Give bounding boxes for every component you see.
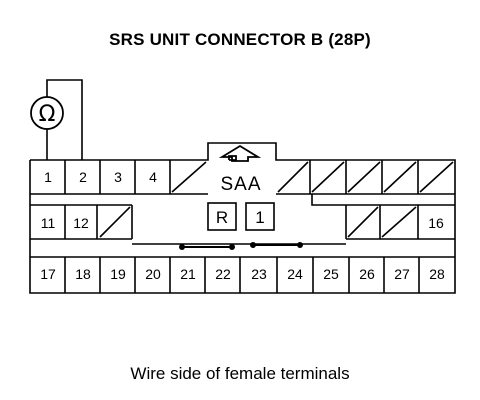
pin-4: 4 <box>149 169 157 185</box>
shorting-bar-right <box>250 242 303 248</box>
row2-unused-slashes <box>99 206 417 238</box>
pin-25: 25 <box>323 266 339 282</box>
pin-2: 2 <box>79 169 87 185</box>
diagram-title: SRS UNIT CONNECTOR B (28P) <box>109 30 371 49</box>
pin-28: 28 <box>429 266 445 282</box>
pin-1: 1 <box>44 169 52 185</box>
pin-21: 21 <box>180 266 196 282</box>
pin-23: 23 <box>251 266 267 282</box>
row1-unused-slashes <box>171 161 454 193</box>
ohm-symbol: Ω <box>39 102 56 127</box>
pin-12: 12 <box>73 215 89 231</box>
row2-pins: 11 12 16 <box>41 215 444 231</box>
diagram-caption: Wire side of female terminals <box>130 364 350 383</box>
one-box: 1 <box>245 202 275 231</box>
connector-body <box>29 142 456 294</box>
row2-dividers <box>30 204 419 239</box>
saa-label: SAA <box>220 174 261 195</box>
pin-18: 18 <box>75 266 91 282</box>
one-box-label: 1 <box>255 208 264 227</box>
pin-20: 20 <box>145 266 161 282</box>
pin-22: 22 <box>215 266 231 282</box>
pin-27: 27 <box>394 266 410 282</box>
row1-dividers <box>64 160 419 194</box>
ohmmeter-leads <box>46 79 83 160</box>
pin-11: 11 <box>41 215 56 231</box>
shorting-bar-left <box>179 244 235 250</box>
pin-26: 26 <box>359 266 375 282</box>
pin-24: 24 <box>287 266 303 282</box>
row3-dividers <box>64 257 420 293</box>
ohmmeter-icon: Ω <box>30 96 64 130</box>
r-box-label: R <box>216 208 228 227</box>
arrow-up-icon <box>218 144 262 162</box>
pin-3: 3 <box>114 169 122 185</box>
row3-pins: 17 18 19 20 21 22 23 24 25 26 27 28 <box>40 266 445 282</box>
pin-17: 17 <box>40 266 56 282</box>
pin-19: 19 <box>110 266 126 282</box>
row1-pins: 1 2 3 4 <box>44 169 157 185</box>
pin-16: 16 <box>428 215 444 231</box>
r-box: R <box>207 202 237 231</box>
